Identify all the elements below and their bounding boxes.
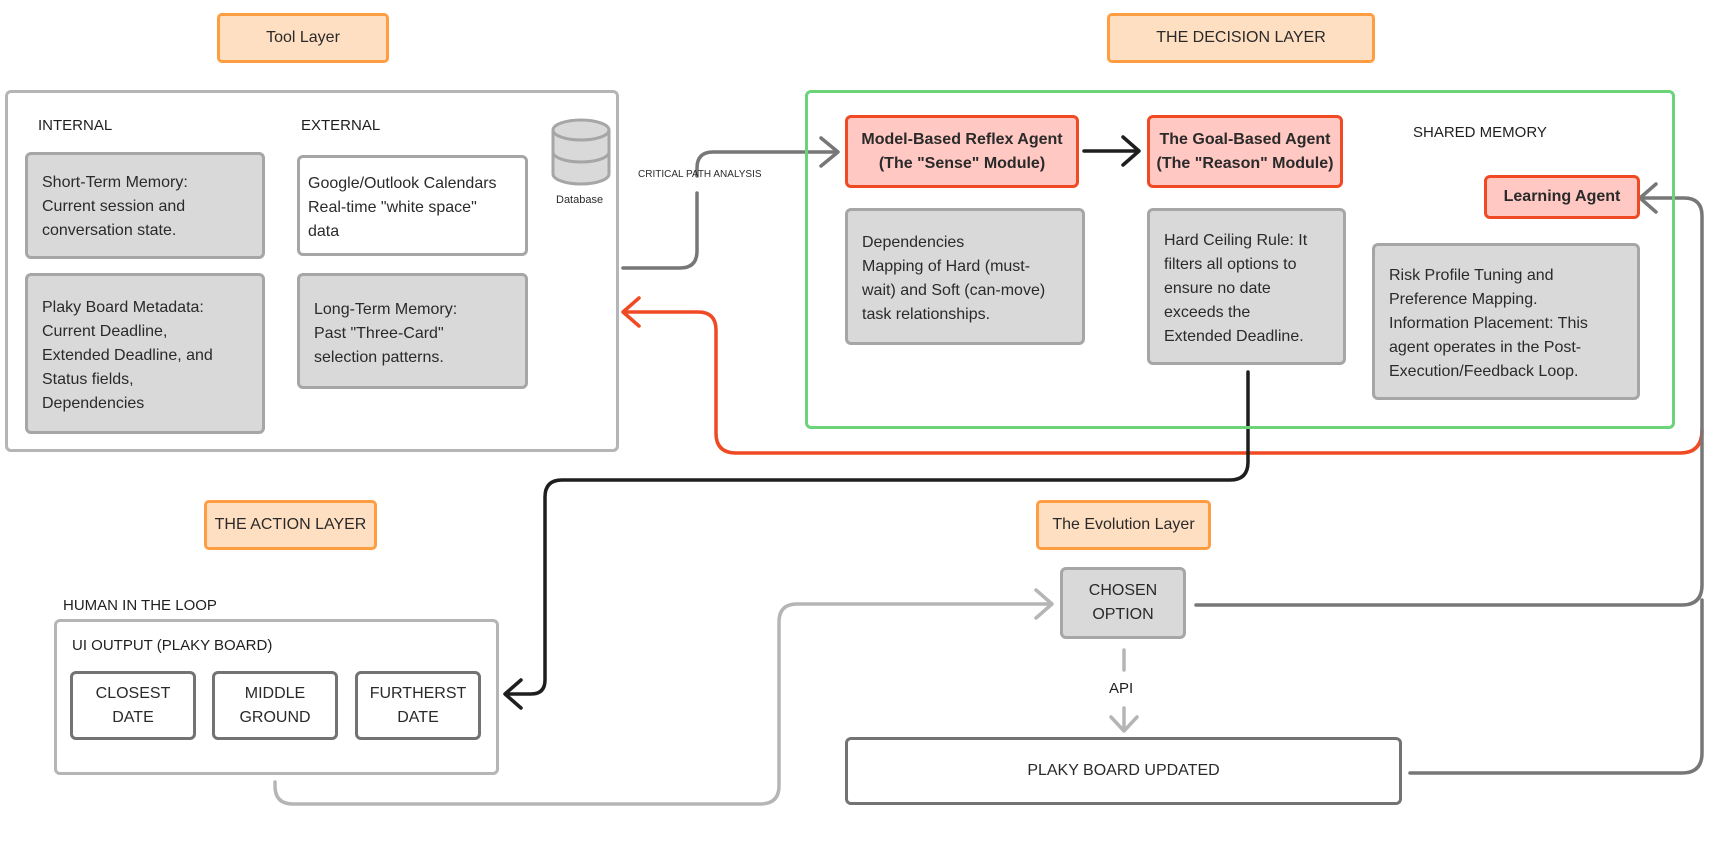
feedback-loop-connector — [623, 310, 1704, 455]
calendars-card[interactable]: Google/Outlook Calendars Real-time "whit… — [297, 155, 528, 256]
learning-agent-card[interactable]: Learning Agent — [1484, 175, 1640, 219]
hard-ceiling-card[interactable]: Hard Ceiling Rule: It filters all option… — [1147, 208, 1346, 365]
short-term-memory-card[interactable]: Short-Term Memory: Current session and c… — [25, 152, 265, 259]
feedback-loop-arrowhead — [621, 296, 641, 328]
evolution-layer-title: The Evolution Layer — [1052, 516, 1195, 533]
option-furthest-date[interactable]: FURTHERST DATE — [355, 671, 481, 740]
option-middle-ground[interactable]: MIDDLE GROUND — [212, 671, 338, 740]
tool-layer-label: Tool Layer — [217, 13, 389, 63]
reflex-agent-card[interactable]: Model-Based Reflex Agent (The "Sense" Mo… — [845, 115, 1079, 188]
option-closest-date[interactable]: CLOSEST DATE — [70, 671, 196, 740]
external-label: EXTERNAL — [301, 117, 381, 134]
tool-layer-title: Tool Layer — [266, 29, 340, 46]
chosen-to-learning-connector — [1194, 196, 1704, 607]
plaky-metadata-card[interactable]: Plaky Board Metadata: Current Deadline, … — [25, 273, 265, 434]
long-term-memory-card[interactable]: Long-Term Memory: Past "Three-Card" sele… — [297, 273, 528, 389]
updated-to-learning-connector — [1408, 598, 1704, 775]
api-arrowhead — [1109, 715, 1139, 733]
ui-output-label: UI OUTPUT (PLAKY BOARD) — [72, 637, 273, 654]
database-icon — [550, 118, 612, 188]
hitl-label: HUMAN IN THE LOOP — [63, 597, 217, 614]
decision-layer-title: THE DECISION LAYER — [1156, 29, 1326, 46]
critical-path-connector — [621, 191, 699, 270]
critical-path-arrowhead — [819, 136, 840, 168]
critical-path-label: CRITICAL PATH ANALYSIS — [638, 169, 762, 180]
goal-agent-card[interactable]: The Goal-Based Agent (The "Reason" Modul… — [1147, 115, 1343, 188]
shared-memory-label: SHARED MEMORY — [1413, 124, 1547, 141]
dependencies-card[interactable]: Dependencies Mapping of Hard (must- wait… — [845, 208, 1085, 345]
critical-path-connector-top — [695, 150, 838, 178]
action-layer-label: THE ACTION LAYER — [204, 500, 377, 550]
goal-to-options-connector — [504, 370, 1250, 696]
evolution-layer-label: The Evolution Layer — [1036, 500, 1211, 550]
decision-layer-label: THE DECISION LAYER — [1107, 13, 1375, 63]
plaky-board-updated-card[interactable]: PLAKY BOARD UPDATED — [845, 737, 1402, 805]
action-layer-title: THE ACTION LAYER — [214, 516, 367, 533]
api-label: API — [1109, 680, 1134, 697]
hitl-to-chosen-arrowhead — [1034, 588, 1054, 620]
reflex-to-goal-arrowhead — [1121, 135, 1141, 167]
hitl-to-chosen-connector — [273, 602, 1052, 806]
internal-label: INTERNAL — [38, 117, 113, 134]
decision-layer-container — [805, 90, 1675, 429]
goal-to-options-arrowhead — [503, 678, 523, 710]
database-label: Database — [556, 194, 604, 206]
learning-note-card[interactable]: Risk Profile Tuning and Preference Mappi… — [1372, 243, 1640, 400]
learning-agent-title: Learning Agent — [1503, 188, 1621, 205]
learning-agent-arrowhead — [1638, 182, 1658, 214]
chosen-option-card[interactable]: CHOSEN OPTION — [1060, 567, 1186, 639]
plaky-board-updated-text: PLAKY BOARD UPDATED — [1027, 762, 1220, 779]
